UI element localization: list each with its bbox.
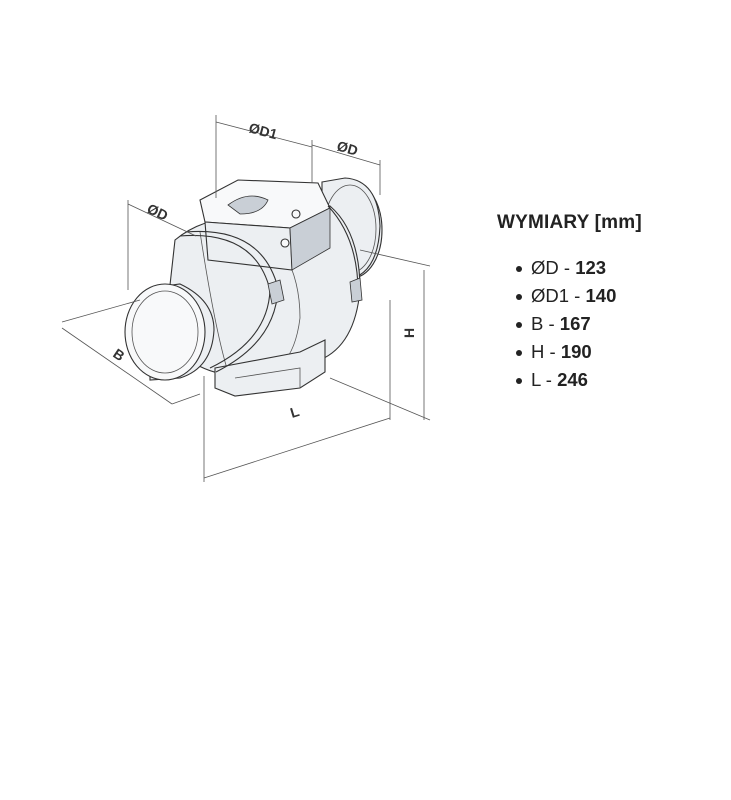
dimension-label: B	[531, 313, 544, 334]
dimension-label: L	[531, 369, 541, 390]
dimension-value: 190	[560, 341, 592, 362]
dimension-value: 123	[575, 257, 607, 278]
dim-label-b: B	[110, 345, 127, 364]
terminal-box	[199, 179, 331, 271]
front-spigot	[124, 283, 215, 381]
mounting-foot	[214, 339, 326, 397]
dim-label-d1: ØD1	[247, 119, 279, 142]
dimension-item-h: H - 190	[516, 338, 717, 366]
dimensions-title: WYMIARY [mm]	[497, 212, 642, 233]
clamp-bands	[179, 205, 363, 373]
dim-label-d: ØD	[335, 138, 360, 159]
dim-label-l: L	[288, 403, 301, 421]
dimensions-list: ØD - 123 ØD1 - 140 B - 167 H - 190 L - 2…	[516, 254, 717, 394]
dimension-value: 140	[585, 285, 617, 306]
dimension-label: H	[531, 341, 545, 362]
dimensions-panel: WYMIARY [mm] ØD - 123 ØD1 - 140 B - 167 …	[497, 212, 717, 394]
dimension-value: 246	[557, 369, 588, 390]
dim-label-h: H	[401, 328, 417, 338]
dimension-label: ØD	[531, 257, 559, 278]
dimension-item-d1: ØD1 - 140	[516, 282, 717, 310]
dimension-item-b: B - 167	[516, 310, 717, 338]
dimension-value: 167	[559, 313, 591, 334]
dimension-item-d: ØD - 123	[516, 254, 717, 282]
dimension-label: ØD1	[531, 285, 570, 306]
dimension-lines	[61, 115, 431, 482]
dimension-item-l: L - 246	[516, 366, 717, 394]
dim-label-d-front: ØD	[145, 200, 171, 223]
